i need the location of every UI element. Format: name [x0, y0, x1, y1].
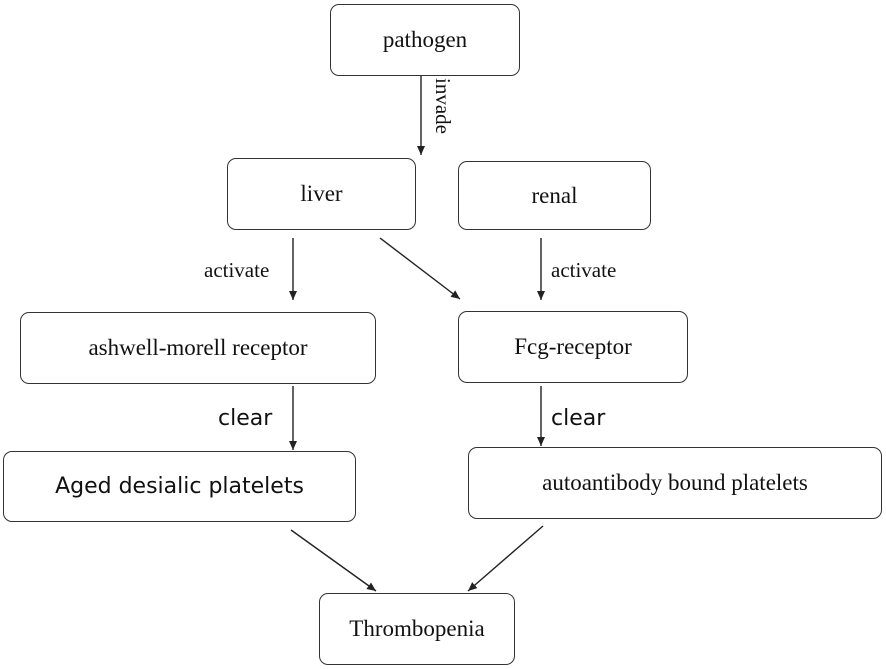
edge-liver-fcg [379, 237, 461, 300]
node-thrombopenia: Thrombopenia [319, 593, 515, 665]
node-ashwell-morell-receptor: ashwell-morell receptor [20, 312, 376, 384]
node-pathogen-label: pathogen [382, 27, 468, 52]
node-ashwell-morell-receptor-label: ashwell-morell receptor [88, 335, 308, 360]
edge-label-clear-left: clear [218, 406, 273, 431]
node-liver-label: liver [300, 181, 343, 206]
node-fcg-receptor-label: Fcg-receptor [514, 334, 632, 359]
edge-label-activate-renal: activate [551, 258, 617, 282]
edge-label-invade: invade [431, 78, 455, 134]
node-renal: renal [458, 161, 651, 230]
node-fcg-receptor: Fcg-receptor [458, 311, 688, 383]
node-autoantibody-bound-platelets: autoantibody bound platelets [468, 447, 882, 519]
node-pathogen: pathogen [330, 4, 520, 76]
node-aged-desialic-platelets-label: Aged desialic platelets [55, 474, 304, 499]
node-autoantibody-bound-platelets-label: autoantibody bound platelets [542, 470, 808, 495]
edge-autoantibody-thrombopenia [467, 525, 544, 592]
edge-aged-thrombopenia [290, 529, 377, 592]
node-renal-label: renal [531, 182, 578, 208]
edge-label-clear-right: clear [551, 406, 606, 431]
edge-label-activate-liver: activate [204, 258, 270, 282]
node-thrombopenia-label: Thrombopenia [349, 616, 485, 641]
node-aged-desialic-platelets: Aged desialic platelets [3, 451, 356, 522]
node-liver: liver [227, 158, 416, 230]
